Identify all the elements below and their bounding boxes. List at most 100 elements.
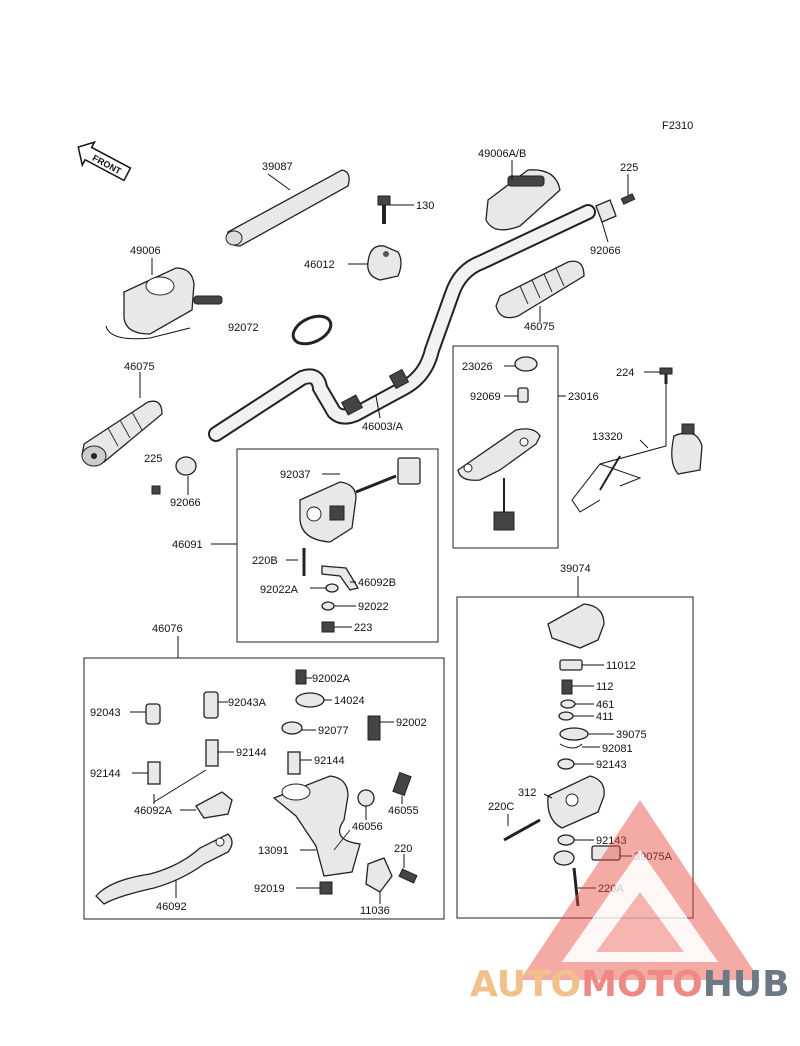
watermark-logo (520, 800, 760, 980)
label-46056: 46056 (352, 821, 383, 833)
switch-92069 (517, 387, 529, 403)
label-92144-b: 92144 (314, 755, 345, 767)
cam-39075a (553, 845, 621, 866)
label-312: 312 (518, 787, 536, 799)
label-461: 461 (596, 699, 614, 711)
label-220: 220 (394, 843, 412, 855)
screw-224 (659, 367, 673, 384)
label-39087: 39087 (262, 161, 293, 173)
cap-92043a (203, 691, 219, 719)
grip-right (495, 260, 585, 319)
watermark-auto: AUTO (470, 964, 581, 1005)
label-92066-left: 92066 (170, 497, 201, 509)
washer-411 (558, 711, 574, 721)
label-46075-left: 46075 (124, 361, 155, 373)
label-225-top: 225 (620, 162, 638, 174)
label-46092b: 46092B (358, 577, 396, 589)
label-13320: 13320 (592, 431, 623, 443)
bar-end-92066-left (175, 456, 197, 476)
watermark-triangle-inner (562, 850, 718, 962)
label-92043: 92043 (90, 707, 121, 719)
wire-harness-13320 (571, 384, 703, 513)
spring-92144-c (147, 761, 161, 785)
bolt-92002 (367, 715, 381, 741)
switch-23026 (514, 356, 538, 372)
label-92037: 92037 (280, 469, 311, 481)
front-arrow-icon: FRONT (77, 140, 132, 182)
lever-46092b (321, 565, 360, 591)
label-92143-b: 92143 (596, 835, 627, 847)
label-23026: 23026 (462, 361, 493, 373)
label-92022a: 92022A (260, 584, 299, 596)
label-92081: 92081 (602, 743, 633, 755)
washer-92022a (325, 583, 339, 593)
cable-ring (291, 314, 333, 346)
washer-92022 (321, 601, 335, 611)
watermark-hub: HUB (703, 964, 790, 1005)
label-46091: 46091 (172, 539, 203, 551)
label-49006: 49006 (130, 245, 161, 257)
label-46076: 46076 (152, 623, 183, 635)
screw-92002a (295, 669, 307, 685)
brake-lever-box (456, 596, 694, 919)
label-92144-a: 92144 (236, 747, 267, 759)
clutch-lever-box (83, 657, 445, 920)
label-220c: 220C (488, 801, 514, 813)
handlebar-clamp (367, 245, 402, 281)
master-cylinder-13091 (272, 775, 361, 877)
label-92066-top: 92066 (590, 245, 621, 257)
switch-housing-46091 (299, 457, 421, 543)
label-92072: 92072 (228, 322, 259, 334)
label-92043a: 92043A (228, 697, 267, 709)
gasket-14024 (295, 692, 325, 708)
spring-92144-a (205, 739, 219, 767)
watermark-triangle-core (596, 892, 684, 952)
screw-220a (572, 867, 580, 907)
label-224: 224 (616, 367, 634, 379)
screw-220c (503, 818, 541, 842)
label-411: 411 (596, 711, 614, 723)
bolt-220 (398, 868, 418, 884)
switch-bracket (457, 428, 541, 531)
nut-223 (321, 621, 335, 633)
label-46092: 46092 (156, 901, 187, 913)
banjo-46056 (357, 789, 375, 807)
label-92022: 92022 (358, 601, 389, 613)
label-92143-a: 92143 (596, 759, 627, 771)
nut-92019 (319, 881, 333, 895)
clutch-lever-46092 (95, 833, 233, 905)
label-112: 112 (596, 681, 614, 693)
label-46012: 46012 (304, 259, 335, 271)
cam-39075 (559, 727, 589, 741)
clamp-11036 (365, 857, 393, 893)
bolt-130 (377, 195, 391, 224)
watermark-text: AUTOMOTOHUB (470, 964, 790, 1005)
nut-92077 (281, 721, 303, 735)
cap-92043 (145, 703, 161, 725)
label-92019: 92019 (254, 883, 285, 895)
spring-92144-b (287, 751, 301, 775)
label-130: 130 (416, 200, 434, 212)
label-46092a: 46092A (134, 805, 173, 817)
spring-92081 (559, 743, 583, 749)
watermark-moto: MOTO (581, 964, 703, 1005)
grip-left (81, 400, 163, 467)
lever-holder-46092a (195, 791, 233, 819)
label-11036: 11036 (360, 905, 390, 917)
label-39074: 39074 (560, 563, 591, 575)
switch-assembly-box (452, 345, 559, 549)
label-225-left: 225 (144, 453, 162, 465)
switch-46091-box (236, 448, 439, 643)
label-13091: 13091 (258, 845, 289, 857)
label-92077: 92077 (318, 725, 349, 737)
label-23016: 23016 (568, 391, 599, 403)
washer-461 (560, 699, 576, 709)
label-92002: 92002 (396, 717, 427, 729)
label-49006ab: 49006A/B (478, 148, 526, 160)
washer-92143-b (557, 834, 575, 846)
label-14024: 14024 (334, 695, 365, 707)
throttle-housing-right (485, 169, 561, 231)
lever-cover-39074 (547, 603, 605, 649)
label-46075-right: 46075 (524, 321, 555, 333)
